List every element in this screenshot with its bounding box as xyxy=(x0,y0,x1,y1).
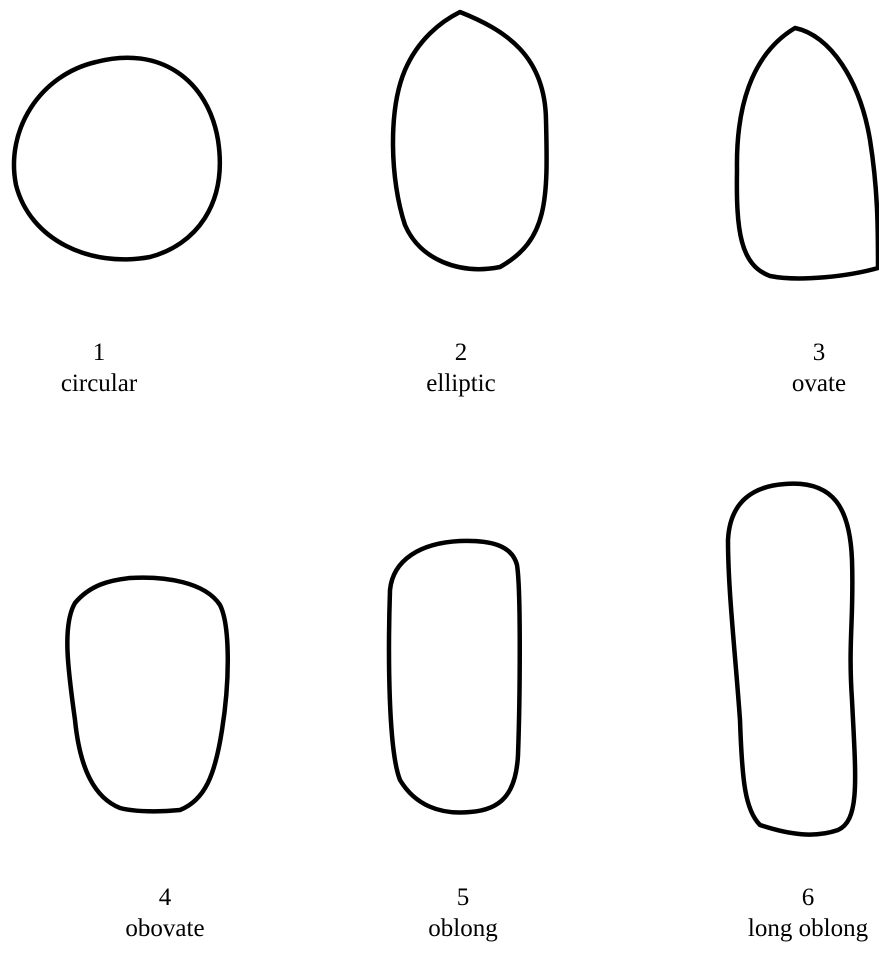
shape-caption-5: 5 oblong xyxy=(363,882,563,944)
shape-name: long oblong xyxy=(708,913,879,944)
long-oblong-outline xyxy=(728,484,855,835)
shape-caption-3: 3 ovate xyxy=(719,337,879,399)
obovate-outline xyxy=(67,578,227,812)
shape-number: 4 xyxy=(65,882,265,913)
shape-name: oblong xyxy=(363,913,563,944)
shape-name: ovate xyxy=(719,368,879,399)
circular-outline xyxy=(14,58,220,260)
shape-number: 2 xyxy=(361,337,561,368)
shape-caption-6: 6 long oblong xyxy=(708,882,879,944)
shape-caption-2: 2 elliptic xyxy=(361,337,561,399)
shape-name: elliptic xyxy=(361,368,561,399)
shape-number: 5 xyxy=(363,882,563,913)
ovate-outline xyxy=(737,28,878,278)
shape-caption-1: 1 circular xyxy=(0,337,199,399)
shape-name: obovate xyxy=(65,913,265,944)
shape-number: 6 xyxy=(708,882,879,913)
shape-number: 1 xyxy=(0,337,199,368)
shape-name: circular xyxy=(0,368,199,399)
shape-number: 3 xyxy=(719,337,879,368)
elliptic-outline xyxy=(393,12,547,269)
oblong-outline xyxy=(389,541,520,813)
shape-caption-4: 4 obovate xyxy=(65,882,265,944)
